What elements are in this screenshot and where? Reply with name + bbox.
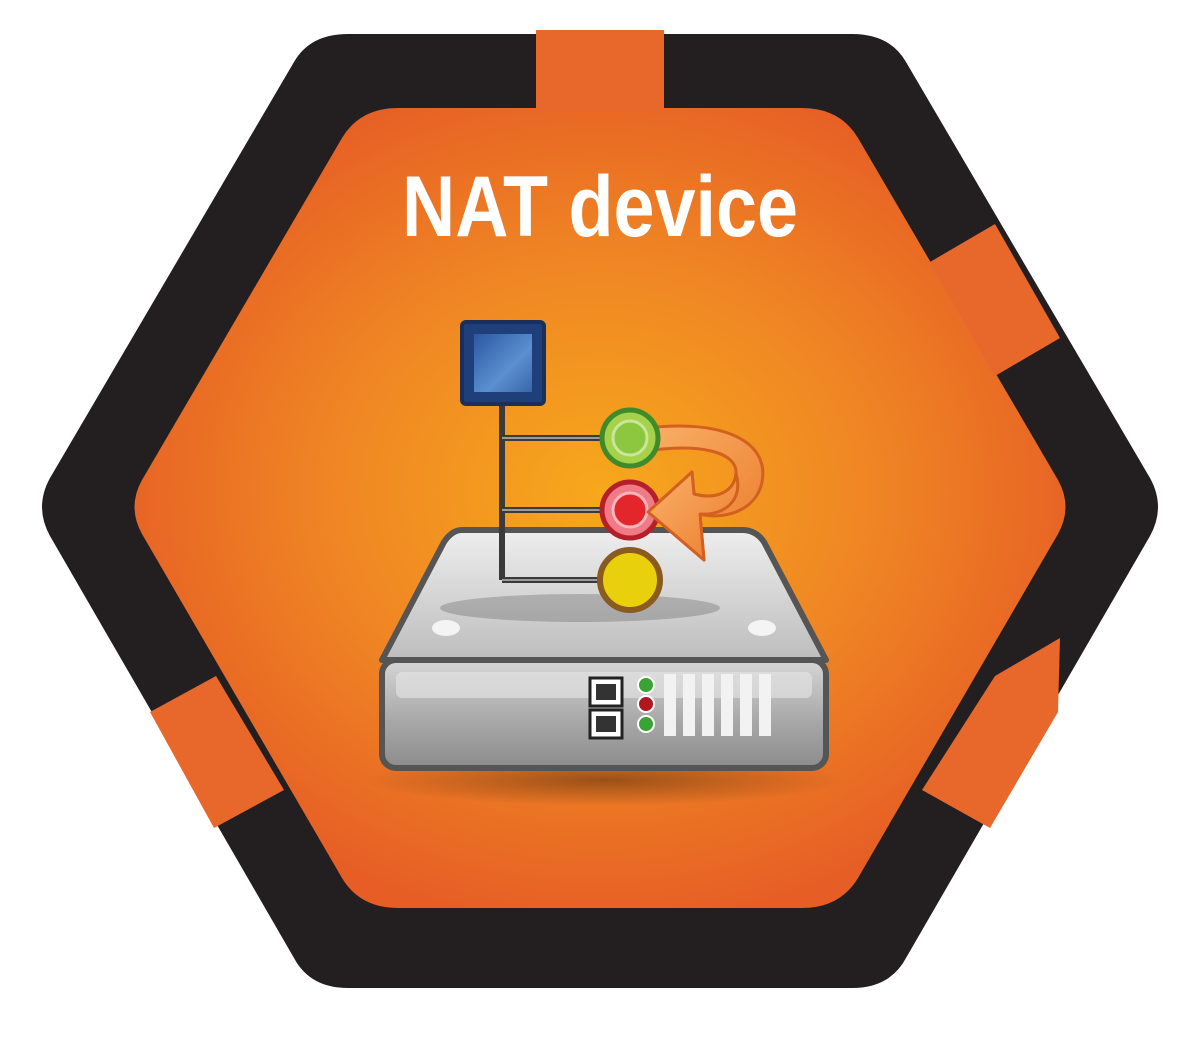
nat-device-icon xyxy=(364,320,844,806)
port-yellow-icon xyxy=(597,547,663,613)
frame-notches xyxy=(150,30,1060,828)
badge-title: NAT device xyxy=(402,159,798,255)
led-green-icon xyxy=(637,715,655,733)
vent-slots xyxy=(664,674,771,736)
led-green-icon xyxy=(637,676,655,694)
led-red-icon xyxy=(637,695,655,713)
